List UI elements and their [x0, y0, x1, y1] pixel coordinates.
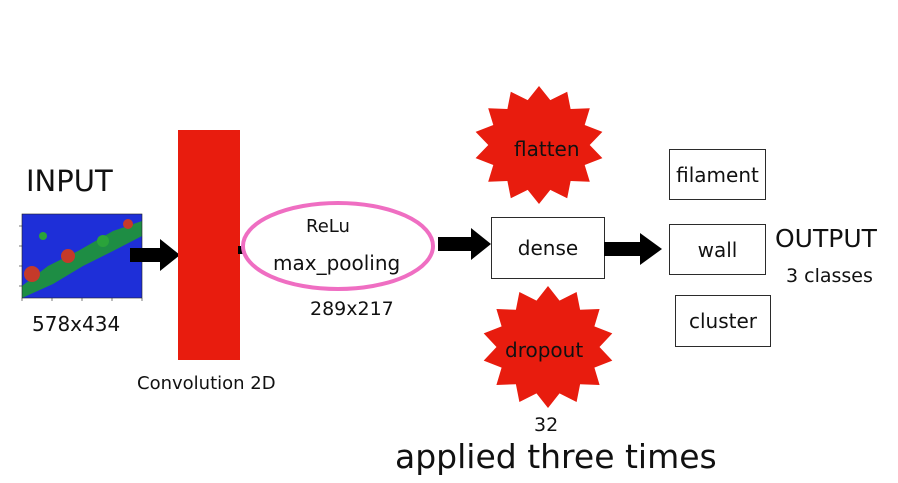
flatten-star-shape: [475, 86, 603, 204]
dense-units-label: 32: [534, 414, 559, 436]
input-title: INPUT: [26, 164, 113, 198]
output-classes-count: 3 classes: [786, 265, 873, 287]
dense-label: dense: [517, 236, 579, 260]
class-box-cluster: cluster: [675, 295, 771, 347]
pooling-size-label: 289x217: [310, 298, 394, 320]
arrow-input-to-conv: [130, 239, 180, 271]
arrow-dense-to-output: [604, 233, 662, 265]
class-box-filament: filament: [669, 149, 766, 200]
dense-layer-box: dense: [491, 217, 605, 279]
class-box-wall: wall: [669, 224, 766, 275]
dropout-star-shape: [483, 286, 613, 408]
pooling-label: max_pooling: [273, 251, 401, 275]
arrow-pool-to-dense: [438, 228, 491, 260]
output-title: OUTPUT: [775, 224, 877, 253]
input-size-label: 578x434: [32, 312, 121, 336]
class-label-cluster: cluster: [688, 309, 758, 333]
dropout-label: dropout: [505, 338, 584, 362]
pooling-ellipse: [241, 201, 435, 291]
class-label-wall: wall: [697, 237, 738, 262]
flatten-label: flatten: [514, 137, 580, 161]
activation-label: ReLu: [306, 216, 350, 237]
input-heatmap-image: [8, 206, 143, 306]
conv-label: Convolution 2D: [137, 373, 276, 394]
conv-layer-block: [178, 130, 240, 360]
class-label-filament: filament: [676, 162, 759, 187]
applied-three-times-note: applied three times: [395, 437, 717, 476]
